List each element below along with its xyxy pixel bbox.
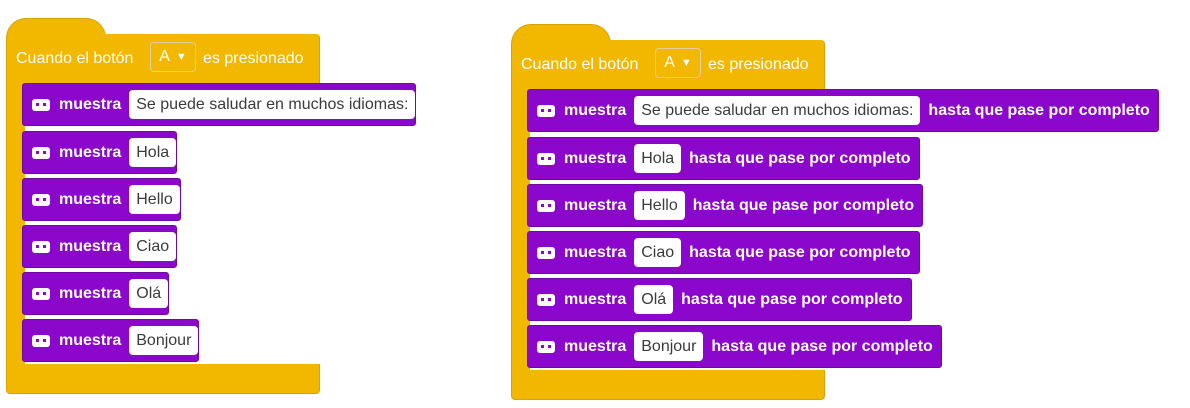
- left-show-block-3[interactable]: muestra Hello: [22, 178, 181, 221]
- right-show-until-done-block-6[interactable]: muestra Bonjour hasta que pase por compl…: [527, 325, 942, 368]
- show-keyword: muestra: [564, 149, 627, 167]
- left-show-block-6[interactable]: muestra Bonjour: [22, 319, 200, 362]
- until-done-label: hasta que pase por completo: [689, 243, 911, 261]
- robot-face-icon: [537, 104, 555, 117]
- text-input[interactable]: Olá: [634, 285, 674, 314]
- right-show-until-done-block-2[interactable]: muestra Hola hasta que pase por completo: [527, 137, 920, 180]
- text-input[interactable]: Bonjour: [129, 326, 199, 355]
- show-keyword: muestra: [59, 284, 122, 302]
- left-hat-prefix: Cuando el botón: [16, 50, 134, 67]
- show-keyword: muestra: [564, 243, 627, 261]
- right-hat-prefix: Cuando el botón: [521, 56, 639, 73]
- show-keyword: muestra: [564, 196, 627, 214]
- until-done-label: hasta que pase por completo: [928, 101, 1150, 119]
- robot-face-icon: [32, 240, 50, 253]
- show-keyword: muestra: [564, 290, 627, 308]
- right-show-until-done-block-1[interactable]: muestra Se puede saludar en muchos idiom…: [527, 89, 1159, 132]
- left-hat-bottom: [6, 364, 320, 394]
- until-done-label: hasta que pase por completo: [692, 196, 915, 214]
- left-button-dropdown-value: A: [159, 48, 170, 65]
- text-input[interactable]: Ciao: [129, 232, 177, 261]
- text-input[interactable]: Ciao: [634, 238, 682, 267]
- right-hat-bottom: [511, 370, 825, 400]
- until-done-label: hasta que pase por completo: [689, 149, 911, 167]
- left-show-block-1[interactable]: muestra Se puede saludar en muchos idiom…: [22, 83, 417, 126]
- left-hat-arm: [6, 82, 25, 366]
- caret-down-icon: ▼: [680, 57, 692, 69]
- robot-face-icon: [537, 340, 555, 353]
- left-button-dropdown[interactable]: A ▼: [150, 42, 196, 72]
- text-input[interactable]: Se puede saludar en muchos idiomas:: [129, 90, 416, 119]
- text-input[interactable]: Hola: [634, 144, 682, 173]
- robot-face-icon: [537, 246, 555, 259]
- show-keyword: muestra: [59, 143, 122, 161]
- right-hat-arm: [511, 88, 530, 372]
- robot-face-icon: [32, 287, 50, 300]
- robot-face-icon: [537, 199, 555, 212]
- text-input[interactable]: Hola: [129, 138, 177, 167]
- left-show-block-2[interactable]: muestra Hola: [22, 131, 178, 174]
- show-keyword: muestra: [59, 190, 122, 208]
- until-done-label: hasta que pase por completo: [711, 337, 933, 355]
- show-keyword: muestra: [59, 331, 122, 349]
- robot-face-icon: [537, 293, 555, 306]
- robot-face-icon: [32, 98, 50, 111]
- right-hat-suffix: es presionado: [708, 56, 809, 73]
- right-button-dropdown[interactable]: A ▼: [655, 48, 701, 78]
- until-done-label: hasta que pase por completo: [681, 290, 903, 308]
- robot-face-icon: [32, 193, 50, 206]
- show-keyword: muestra: [59, 95, 122, 113]
- right-show-until-done-block-4[interactable]: muestra Ciao hasta que pase por completo: [527, 231, 920, 274]
- text-input[interactable]: Olá: [129, 279, 169, 308]
- robot-face-icon: [32, 146, 50, 159]
- text-input[interactable]: Bonjour: [634, 332, 704, 361]
- right-show-until-done-block-5[interactable]: muestra Olá hasta que pase por completo: [527, 278, 912, 321]
- left-show-block-4[interactable]: muestra Ciao: [22, 225, 178, 268]
- text-input[interactable]: Hello: [634, 191, 685, 220]
- left-show-block-5[interactable]: muestra Olá: [22, 272, 170, 315]
- text-input[interactable]: Hello: [129, 185, 180, 214]
- text-input[interactable]: Se puede saludar en muchos idiomas:: [634, 96, 921, 125]
- caret-down-icon: ▼: [175, 51, 187, 63]
- left-when-button-pressed-block[interactable]: Cuando el botón A ▼ es presionado: [6, 34, 320, 84]
- robot-face-icon: [537, 152, 555, 165]
- right-when-button-pressed-block[interactable]: Cuando el botón A ▼ es presionado: [511, 40, 825, 90]
- robot-face-icon: [32, 334, 50, 347]
- show-keyword: muestra: [564, 101, 627, 119]
- left-hat-suffix: es presionado: [203, 50, 304, 67]
- show-keyword: muestra: [564, 337, 627, 355]
- show-keyword: muestra: [59, 237, 122, 255]
- right-show-until-done-block-3[interactable]: muestra Hello hasta que pase por complet…: [527, 184, 924, 227]
- right-button-dropdown-value: A: [664, 54, 675, 71]
